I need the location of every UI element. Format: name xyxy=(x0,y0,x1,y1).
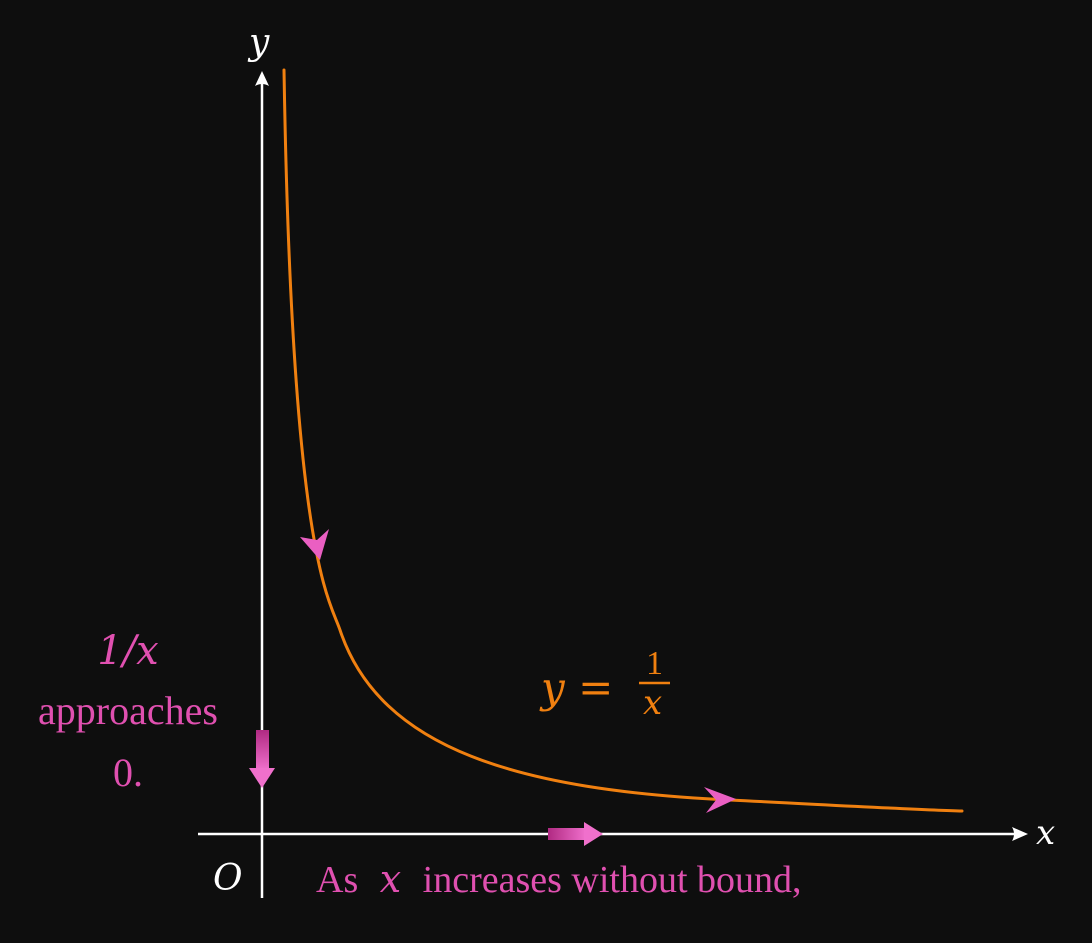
left-annotation-line1: 1/x xyxy=(97,628,158,674)
bottom-annotation: As x increases without bound, xyxy=(316,857,802,901)
equation-numerator: 1 xyxy=(646,645,663,682)
bottom-annotation-var: x xyxy=(380,857,401,901)
left-annotation-line2: approaches xyxy=(38,688,218,733)
equation-label: y = 1 x xyxy=(539,645,670,723)
origin-label: O xyxy=(213,858,243,899)
bottom-annotation-prefix: As xyxy=(316,859,358,901)
y-axis-label: y xyxy=(247,22,270,63)
curve-direction-arrow-down xyxy=(300,529,329,560)
left-annotation: 1/x approaches 0. xyxy=(38,628,218,795)
hyperbola-curve xyxy=(282,68,964,813)
y-decrease-arrow xyxy=(249,730,275,788)
curve-direction-arrow-right xyxy=(704,787,736,813)
x-increase-arrow xyxy=(548,822,603,846)
bottom-annotation-suffix: increases without bound, xyxy=(423,859,802,901)
equation-denominator: x xyxy=(643,683,662,723)
x-axis-label: x xyxy=(1036,813,1055,853)
equation-lhs: y = xyxy=(539,663,613,712)
x-axis-arrowhead xyxy=(1012,827,1028,841)
y-axis-arrowhead xyxy=(255,71,269,86)
left-annotation-line3: 0. xyxy=(113,750,143,795)
